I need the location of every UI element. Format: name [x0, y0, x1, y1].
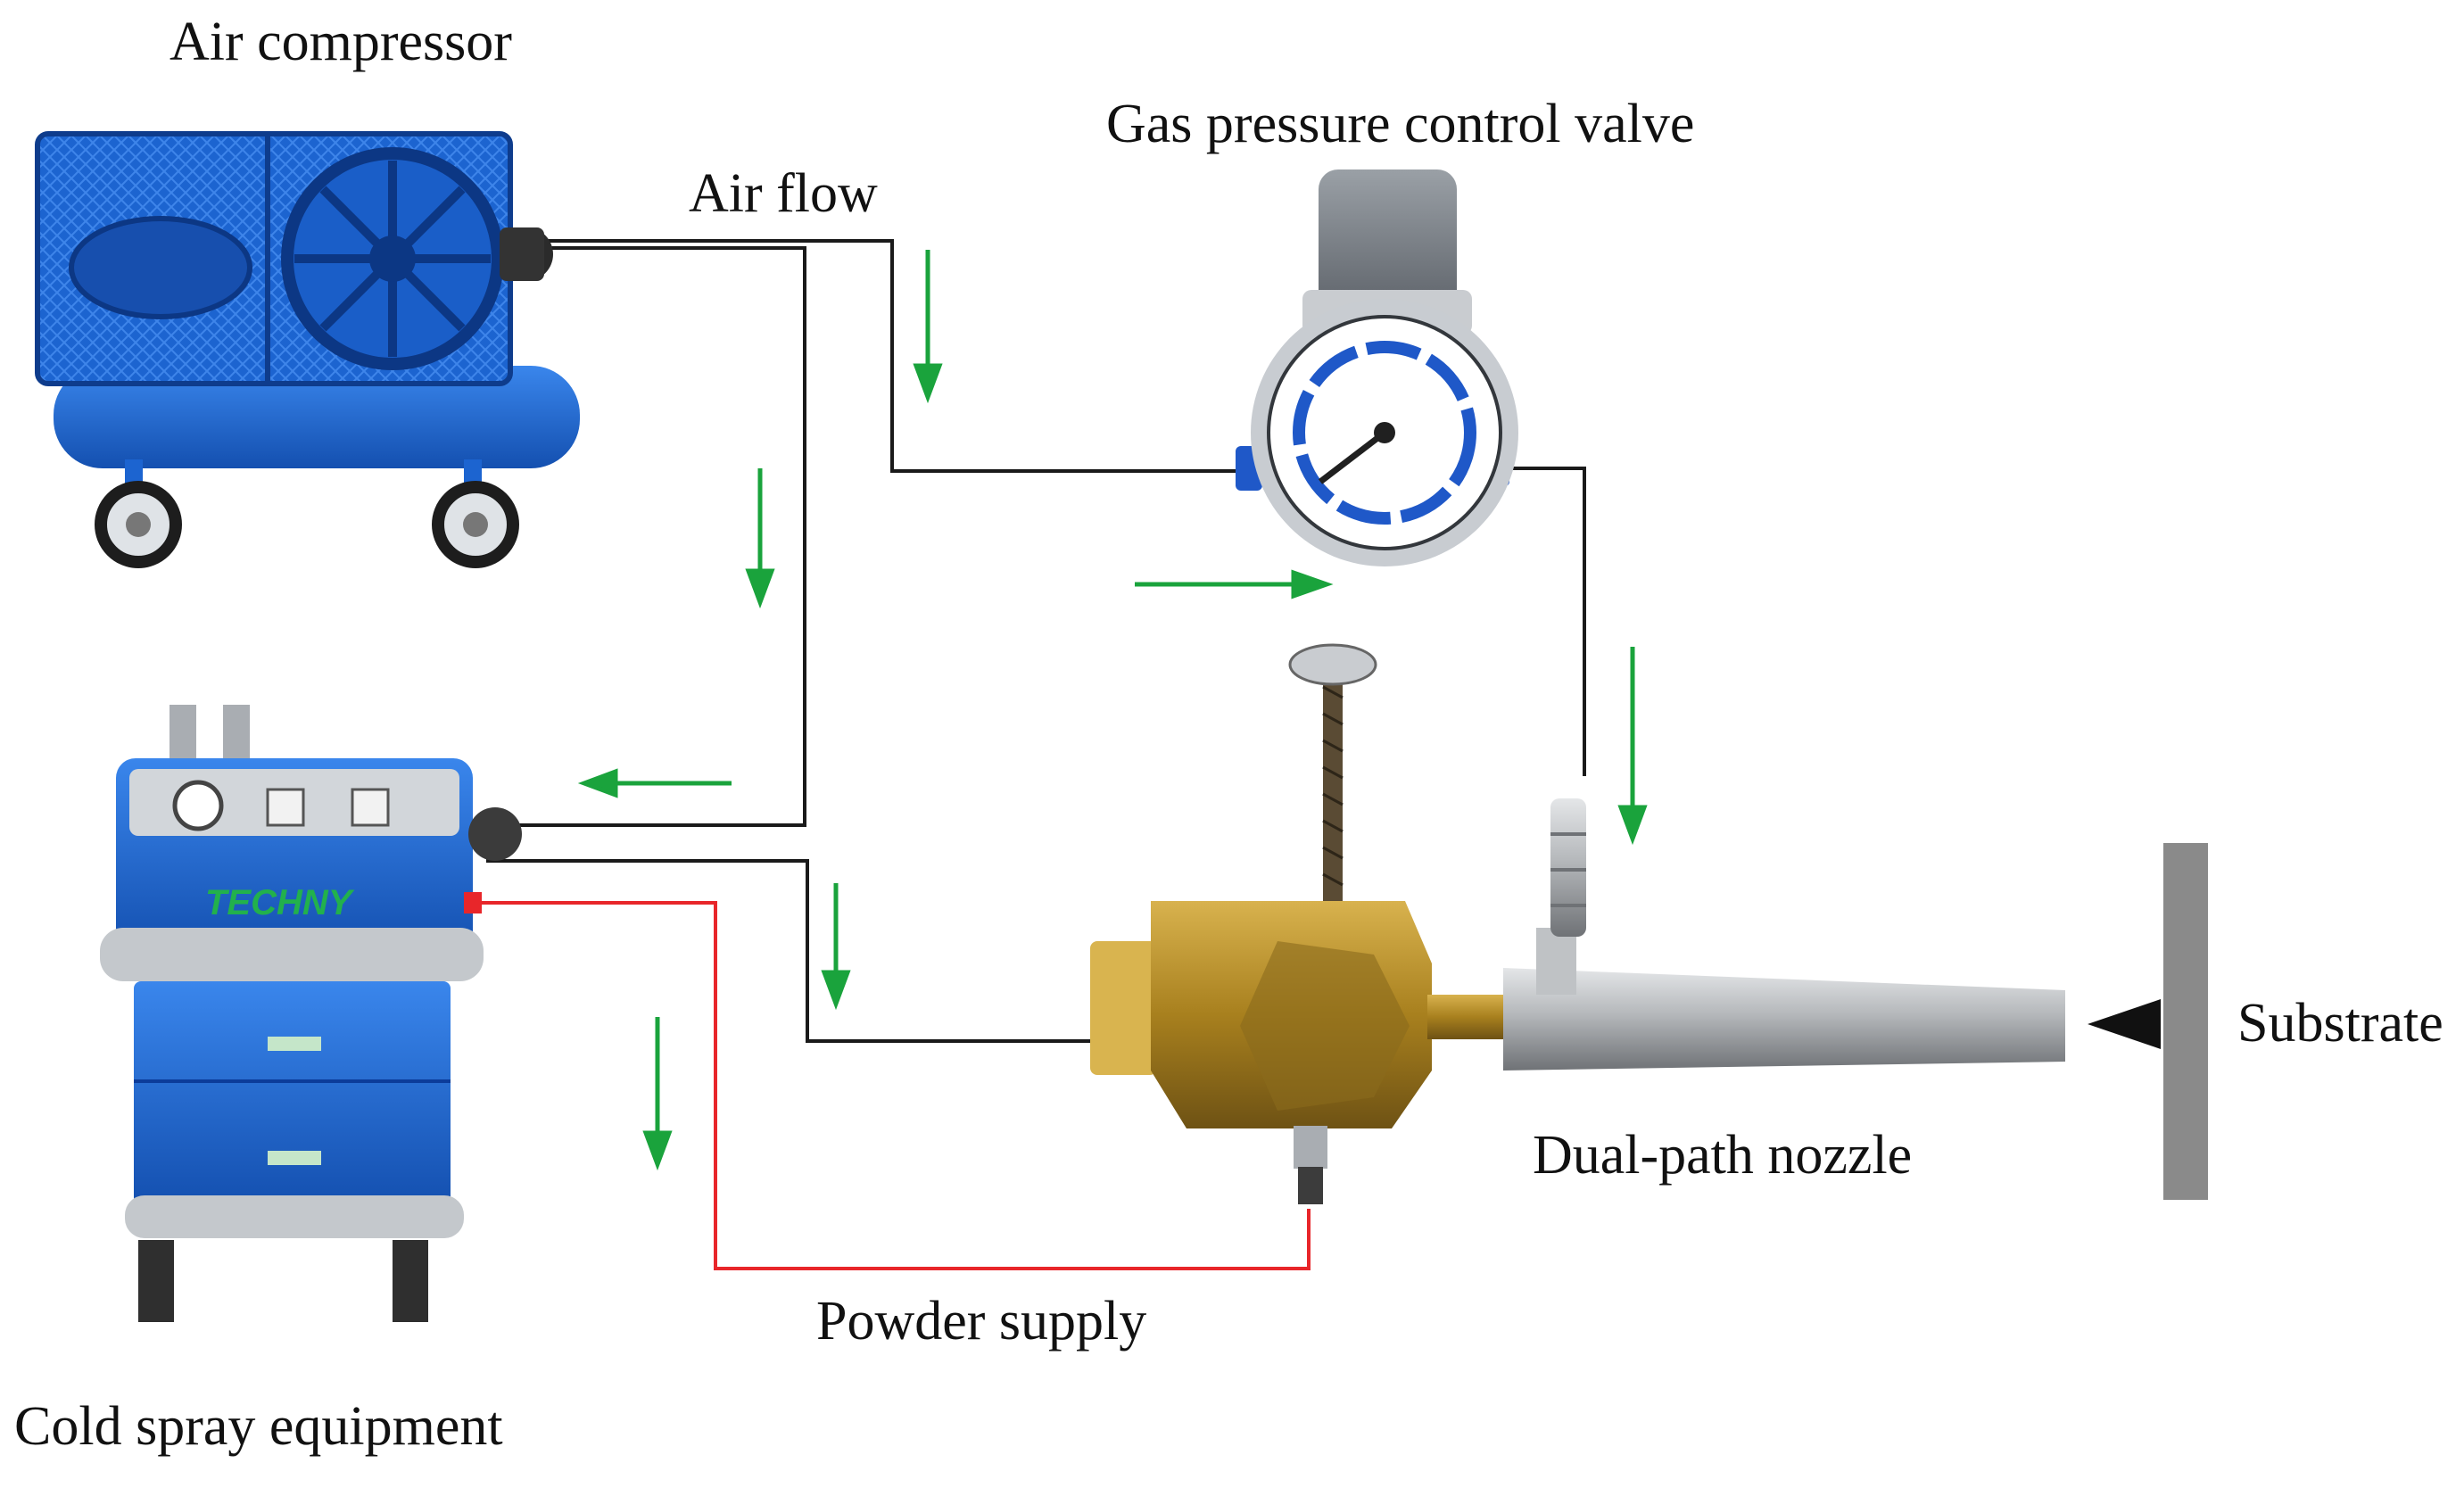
air-compressor-label: Air compressor — [170, 12, 512, 72]
gas-pressure-valve-label: Gas pressure control valve — [1106, 94, 1695, 154]
flow-arrows — [577, 250, 1648, 1171]
dual-path-nozzle-icon — [1090, 643, 2065, 1204]
flow-arrow-icon — [1135, 569, 1334, 599]
powder-supply-label: Powder supply — [816, 1291, 1147, 1352]
air-compressor-icon — [35, 131, 580, 568]
substrate-label: Substrate — [2237, 993, 2443, 1054]
flow-arrow-icon — [913, 250, 943, 404]
flow-arrow-icon — [642, 1017, 673, 1171]
flow-arrow-icon — [577, 768, 732, 798]
brand-logo: TECHNY — [205, 883, 355, 922]
air-lines — [486, 239, 1586, 1043]
flow-arrow-icon — [1617, 647, 1648, 846]
dual-path-nozzle-label: Dual-path nozzle — [1533, 1125, 1913, 1186]
air-flow-label: Air flow — [689, 163, 878, 224]
flow-arrow-icon — [821, 883, 851, 1011]
spray-direction-marker — [2088, 999, 2161, 1049]
air-line-to-cold-spray — [486, 246, 806, 827]
air-line-to-valve — [535, 239, 1244, 473]
substrate-plate-icon — [2088, 843, 2208, 1200]
cold-spray-machine-icon: TECHNY — [100, 705, 522, 1322]
pressure-valve-icon — [1236, 169, 1518, 566]
cold-spray-equipment-label: Cold spray equipment — [14, 1396, 503, 1457]
flow-arrow-icon — [745, 468, 775, 609]
air-line-cold-spray-to-nozzle — [486, 859, 1097, 1043]
air-line-valve-to-nozzle — [1508, 467, 1586, 776]
powder-supply-line — [464, 901, 1311, 1270]
